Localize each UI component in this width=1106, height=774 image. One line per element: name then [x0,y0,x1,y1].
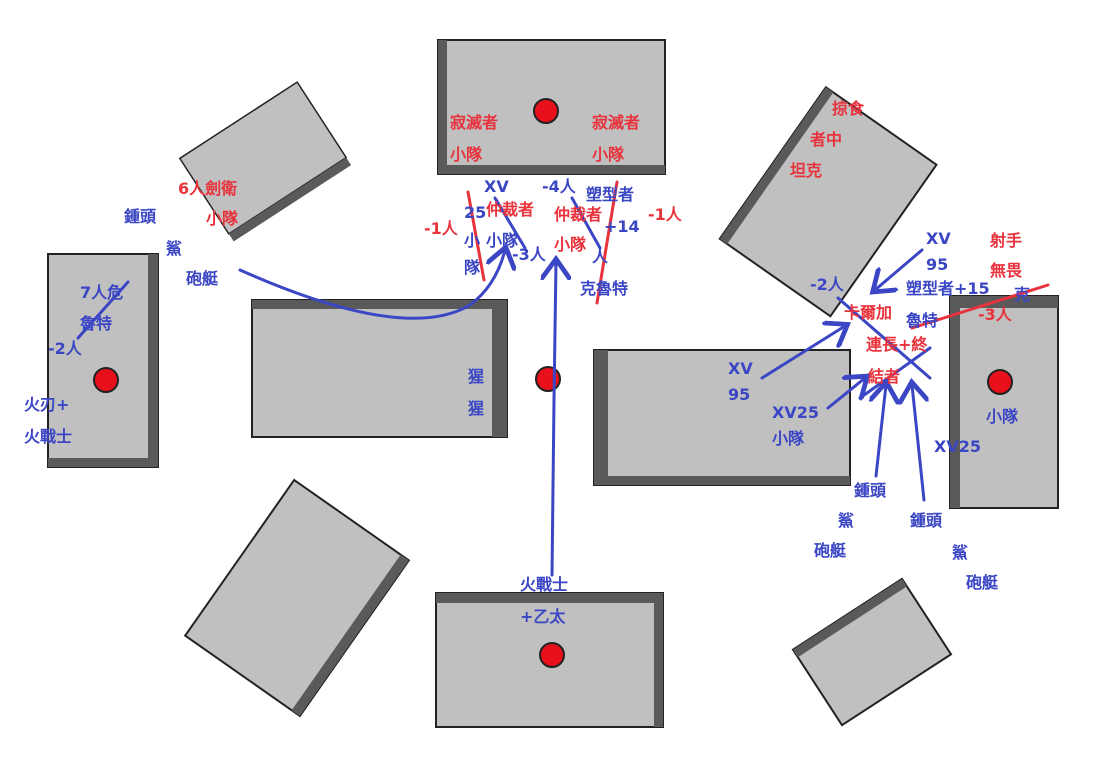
nw-building [178,81,352,242]
small-squad-north-label: 小 [464,231,480,250]
firewarrior-south-label-2: +乙太 [520,607,566,626]
red-slash-north-right [595,180,619,305]
east-building [949,295,1059,509]
hammerhead-left-label: 鍾頭 [124,207,157,226]
silencer-right-label-2: 小隊 [592,145,625,164]
khorne-cultist-label: 卡爾加 [844,303,892,322]
sculptor-ne-label: 塑型者+15 [906,279,990,298]
ravager-tank-label-3: 坦克 [790,161,822,180]
arbiter-left-label: 仲裁者 [486,200,534,219]
xv95-ne-label-2: 95 [926,255,948,274]
firesword-label: 火刃+ [24,395,69,414]
xv95-center-label: XV [728,359,753,378]
small-squad-north-label-2: 隊 [464,258,481,277]
sculptor-north-label-2: +14 [604,217,640,236]
red-slash-east [910,283,1050,330]
hammerhead-se2-label: 鍾頭 [910,511,943,530]
blue-movement-arrows [76,196,932,577]
red-slashes [466,180,1050,330]
east-squad-label: 小隊 [986,407,1019,426]
arbiter-right-squad-label: 小隊 [554,235,587,254]
cross-mark-b [858,346,932,400]
hammerhead-se1-label-3: 砲艇 [814,541,847,560]
orangutan-label: 猩 [467,367,484,386]
ravager-tank-label-2: 者中 [809,130,842,149]
center-building [251,299,561,438]
xv25-north-label: XV [484,177,509,196]
arbiter-right-label: 仲裁者 [554,205,602,224]
south-building [435,592,664,728]
xv25-squad-label: XV25 [772,403,819,422]
seven-crisis-label-2: 魯特 [79,314,112,333]
hammerhead-left-label-3: 砲艇 [186,269,219,288]
hammerhead-se2-label-3: 砲艇 [966,573,999,592]
seven-crisis-label: 7人危 [80,283,123,302]
silencer-left-label-2: 小隊 [450,145,483,164]
xv25-north-label-2: 25 [464,203,486,222]
arrow-xv25-squad [826,378,865,410]
kroot-ne-label: 魯特 [905,311,938,330]
orangutan-label-2: 猩 [467,399,484,418]
west-building [47,253,159,468]
slash-north-b [570,196,602,250]
center-right-building [593,349,851,486]
red-slash-north-left [466,190,486,282]
hammerhead-left-label-2: 鯊 [166,239,182,258]
squad-north-mid-label: 小隊 [486,231,519,250]
arrow-xv95-center [760,326,845,380]
sculptor-north-label: 塑型者 [586,185,634,204]
xv25-east-label: XV25 [934,437,981,456]
archer-label: 射手 [989,231,1022,250]
person-north-label: 人 [592,247,609,266]
north-building [437,39,666,175]
arrow-south-to-center [552,262,556,577]
khorne-cultist-label-2: 連長+終 [866,335,928,354]
minus-one-right-label: -1人 [648,205,683,224]
slash-north-a [493,196,527,250]
west-objective [93,367,119,393]
hammerhead-se1-label: 鍾頭 [854,481,887,500]
six-sword-guard-label-2: 小隊 [206,209,239,228]
xv95-ne-label: XV [926,229,951,248]
arrow-hammerhead-se2 [912,385,924,502]
red-labels: 6人劍衛 小隊 寂滅者 小隊 寂滅者 小隊 -1人 仲裁者 仲裁者 小隊 -1人… [178,99,1023,386]
firewarrior-south-label: 火戰士 [520,575,568,594]
silencer-right-label: 寂滅者 [592,113,640,132]
kroot-north-label: 克魯特 [580,279,628,298]
hammerhead-se2-label-2: 鯊 [952,543,968,562]
cross-mark-a [836,296,932,380]
center-objective [535,366,561,392]
north-objective [533,98,559,124]
kroot-ne-partial-label: 克 [1014,285,1030,304]
minus-two-west-label: -2人 [48,339,83,358]
arrow-xv95-ne [875,248,924,290]
xv25-squad-label-2: 小隊 [772,429,805,448]
east-objective [987,369,1013,395]
ne-building [718,85,938,318]
archer-minus-label: -3人 [978,305,1013,324]
hammerhead-se1-label-2: 鯊 [838,511,854,530]
south-objective [539,642,565,668]
xv95-center-label-2: 95 [728,385,750,404]
archer-label-2: 無畏 [990,261,1023,280]
minus-one-left-label: -1人 [424,219,459,238]
minus-four-label: -4人 [542,177,577,196]
blue-labels: 鍾頭 鯊 砲艇 7人危 魯特 -2人 火刃+ 火戰士 XV 25 小 隊 小隊 … [24,177,1030,626]
arrow-hammerhead-se1 [876,385,886,478]
khorne-cultist-label-3: 結者 [868,367,900,386]
slash-west [76,280,130,340]
minus-three-north-label: -3人 [512,245,547,264]
six-sword-guard-label: 6人劍衛 [178,179,237,198]
silencer-left-label: 寂滅者 [450,113,498,132]
sw-building [183,478,411,718]
se-building [791,577,953,727]
arrow-hammerhead-to-north [238,250,505,320]
firesword-label-2: 火戰士 [24,427,72,446]
minus-two-ne-label: -2人 [810,275,845,294]
ravager-tank-label: 掠食 [832,99,865,118]
